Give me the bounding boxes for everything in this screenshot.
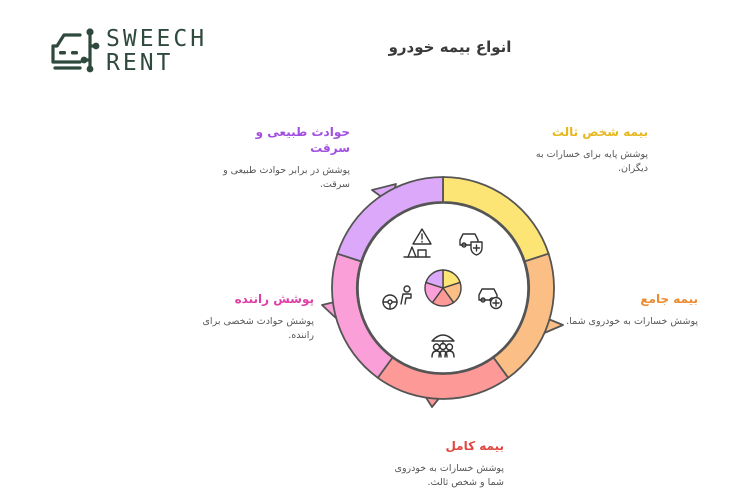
brand-name-line2: RENT — [106, 50, 174, 76]
warning-hazard-icon — [403, 228, 432, 258]
brand-name-line1: SWEECH — [106, 26, 208, 52]
car-shield-icon — [459, 233, 483, 256]
page-title: انواع بیمه خودرو — [388, 38, 512, 56]
item-natural-theft-description: پوشش در برابر حوادث طبیعی و سرقت. — [223, 165, 350, 190]
ring-segment-natural-theft — [336, 176, 444, 263]
item-third-party: بیمه شخص ثالث پوشش پایه برای خسارات به د… — [520, 124, 648, 176]
brand-logo: SWEECH RENT — [50, 26, 250, 76]
item-third-party-heading: بیمه شخص ثالث — [551, 125, 648, 139]
item-driver: پوشش راننده پوشش حوادث شخصی برای راننده. — [200, 291, 315, 343]
item-full-description: پوشش خسارات به خودروی شما و شخص ثالث. — [394, 463, 504, 488]
car-plus-icon — [478, 288, 503, 310]
item-comprehensive: بیمه جامع پوشش خسارات به خودروی شما. — [560, 291, 698, 329]
car-circuit-logo-icon — [51, 28, 100, 73]
item-comprehensive-description: پوشش خسارات به خودروی شما. — [566, 316, 698, 327]
item-comprehensive-heading: بیمه جامع — [640, 292, 698, 306]
item-driver-description: پوشش حوادث شخصی برای راننده. — [202, 316, 315, 341]
item-third-party-description: پوشش پایه برای خسارات به دیگران. — [535, 149, 648, 174]
item-driver-heading: پوشش راننده — [234, 292, 314, 306]
item-full-heading: بیمه کامل — [445, 439, 504, 453]
driver-wheel-icon — [382, 285, 412, 310]
family-umbrella-icon — [431, 334, 455, 358]
center-slice-natural-theft — [425, 269, 444, 289]
item-natural-theft: حوادث طبیعی و سرقت پوشش در برابر حوادث ط… — [220, 124, 350, 192]
item-natural-theft-heading: حوادث طبیعی و سرقت — [255, 125, 350, 155]
item-full: بیمه کامل پوشش خسارات به خودروی شما و شخ… — [378, 438, 504, 490]
